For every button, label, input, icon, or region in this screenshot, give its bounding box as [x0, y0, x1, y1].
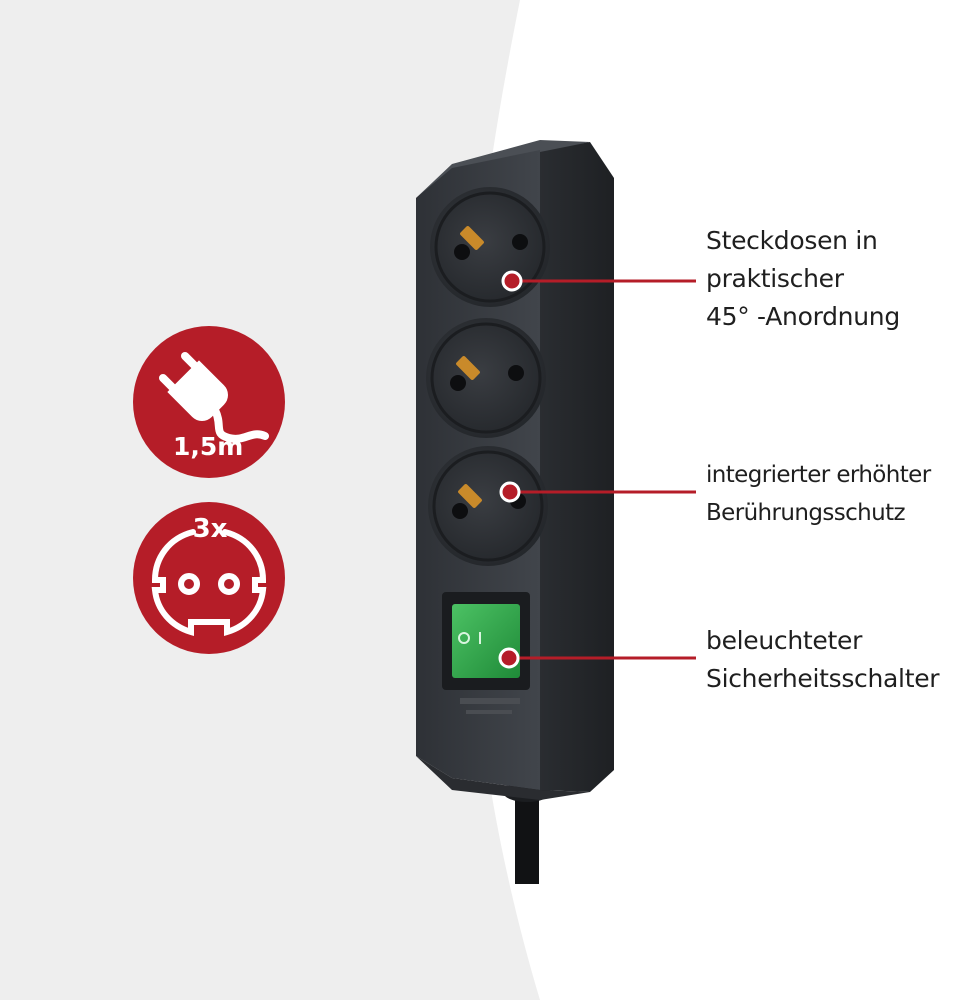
cable-length-label: 1,5m: [173, 432, 244, 461]
callout-line: Berührungsschutz: [706, 500, 906, 526]
socket-count-badge: 3x: [133, 502, 285, 654]
strip-top-cap: [416, 140, 590, 198]
callout-line: beleuchteter: [706, 626, 863, 655]
callout-line: 45° -Anordnung: [706, 302, 900, 331]
plug-cable-icon: [159, 352, 269, 443]
socket-1: [430, 187, 550, 307]
callout-socket-layout: Steckdosen in praktischer 45° -Anordnung: [706, 222, 900, 336]
callout-line: Steckdosen in: [706, 226, 878, 255]
socket-count-label: 3x: [192, 514, 228, 544]
socket-3: [428, 446, 548, 566]
schuko-socket-icon: [151, 529, 267, 637]
callout-safety-switch: beleuchteter Sicherheitsschalter: [706, 622, 940, 698]
callout-line: praktischer: [706, 264, 844, 293]
strip-side-panel: [540, 142, 614, 792]
callout-touch-protection: integrierter erhöhter Berührungsschutz: [706, 456, 931, 532]
socket-2: [426, 318, 546, 438]
safety-switch: [442, 592, 530, 690]
callout-markers: [498, 270, 696, 669]
callout-line: integrierter erhöhter: [706, 462, 931, 488]
callout-line: Sicherheitsschalter: [706, 664, 940, 693]
cable-length-badge: 1,5m: [133, 326, 285, 478]
